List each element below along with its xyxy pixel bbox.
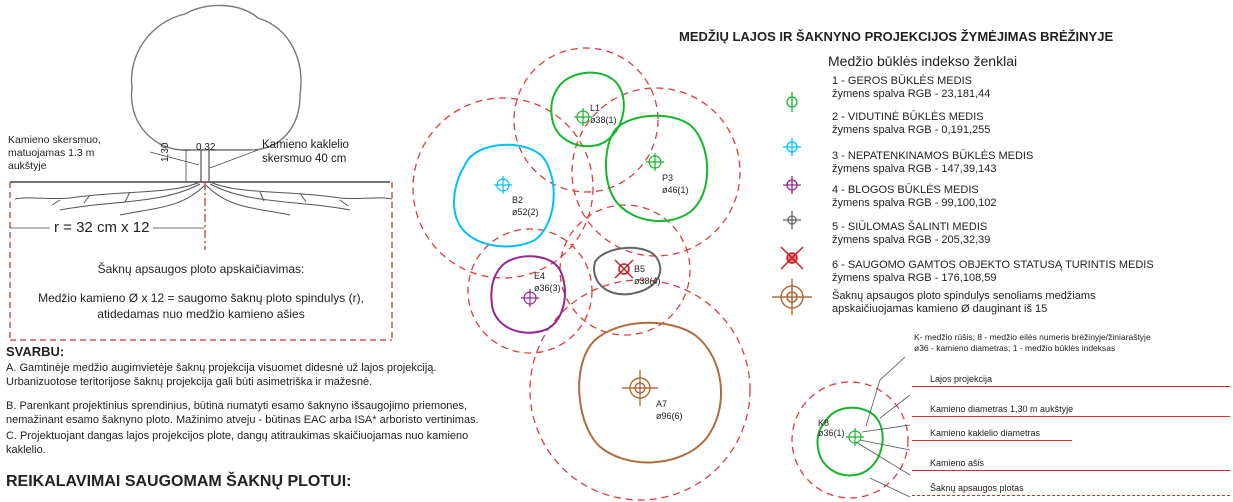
bad-tree-icon xyxy=(783,211,801,229)
crown-b5 xyxy=(593,246,662,296)
collar-label: Kamieno kaklelio skersmuo 40 cm xyxy=(262,139,349,165)
height-label: 1,30 xyxy=(160,142,171,162)
root-system xyxy=(14,181,393,216)
key-label-axis: Kamieno ašis xyxy=(930,458,985,468)
important-heading: SVARBU: xyxy=(6,344,65,359)
key-rule-5 xyxy=(912,495,1230,496)
key-rule-3 xyxy=(912,440,1072,441)
key-label-root-area: Šaknų apsaugos plotas xyxy=(930,483,1024,493)
trunk-symbol-b5 xyxy=(614,259,634,279)
unsatisfactory-tree-icon xyxy=(783,176,801,194)
crown-a7 xyxy=(578,321,722,464)
important-item-b: B. Parenkant projektinius sprendinius, b… xyxy=(6,400,479,426)
crown-p3 xyxy=(605,114,709,223)
crown-e4 xyxy=(490,255,566,334)
remove-tree-icon xyxy=(780,246,804,270)
key-rule-2 xyxy=(912,416,1230,417)
radius-label: r = 32 cm x 12 xyxy=(50,219,154,236)
trunk-diameter-label: Kamieno skersmuo, matuojamas 1.3 m aukšt… xyxy=(8,134,101,172)
important-item-c: C. Projektuojant dangas lajos projekcijo… xyxy=(6,430,469,456)
root-zone-b2 xyxy=(412,97,594,279)
legend-footnote: Šaknų apsaugos ploto spindulys senoliams… xyxy=(832,290,1096,315)
key-trunk-symbol xyxy=(846,428,864,446)
requirements-heading: REIKALAVIMAI SAUGOMAM ŠAKNŲ PLOTUI: xyxy=(6,473,352,490)
tree-plan xyxy=(412,47,751,501)
legend-subtitle: Medžio būklės indekso ženklai xyxy=(828,53,1018,69)
key-diagram xyxy=(791,356,911,499)
root-zone-l1 xyxy=(513,47,659,193)
root-zone-b5 xyxy=(559,204,691,336)
key-crown xyxy=(816,406,884,477)
important-item-a: A. Gamtinėje medžio augimvietėje šaknų p… xyxy=(6,362,437,388)
crown-l1 xyxy=(550,71,625,148)
calc-text: Medžio kamieno Ø x 12 = saugomo šaknų pl… xyxy=(38,291,364,321)
key-explain: K- medžio rūšis; 8 - medžio eilės numeri… xyxy=(914,332,1151,353)
root-zone-p3 xyxy=(571,87,741,257)
collar-value: 0.32 xyxy=(196,142,216,153)
calc-title: Šaknų apsaugos ploto apskaičiavimas: xyxy=(97,262,305,276)
root-protection-zone xyxy=(9,182,393,341)
key-rule-4 xyxy=(912,470,1230,471)
key-label-crown: Lajos projekcija xyxy=(930,374,993,384)
key-rule-1 xyxy=(912,386,1230,387)
legend-icons xyxy=(772,92,812,315)
trunk-symbol-b2 xyxy=(493,175,513,195)
legend-title: MEDŽIŲ LAJOS IR ŠAKNYNO PROJEKCIJOS ŽYMĖ… xyxy=(679,29,1114,44)
crown-b2 xyxy=(453,143,555,248)
medium-tree-icon xyxy=(783,138,801,156)
tree-crown-outline xyxy=(130,4,302,151)
key-label-collar: Kamieno kaklelio diametras xyxy=(930,428,1041,438)
protected-tree-icon xyxy=(772,279,812,315)
tree-elevation xyxy=(9,4,393,341)
trunk-symbol-a7 xyxy=(622,370,658,406)
root-zone-a7 xyxy=(529,279,751,501)
key-label-trunk-diameter: Kamieno diametras 1,30 m aukštyje xyxy=(930,404,1074,414)
legend-item-6: 6 - SAUGOMO GAMTOS OBJEKTO STATUSĄ TURIN… xyxy=(832,259,1154,284)
key-root-zone xyxy=(791,381,909,499)
good-tree-icon xyxy=(786,92,798,112)
